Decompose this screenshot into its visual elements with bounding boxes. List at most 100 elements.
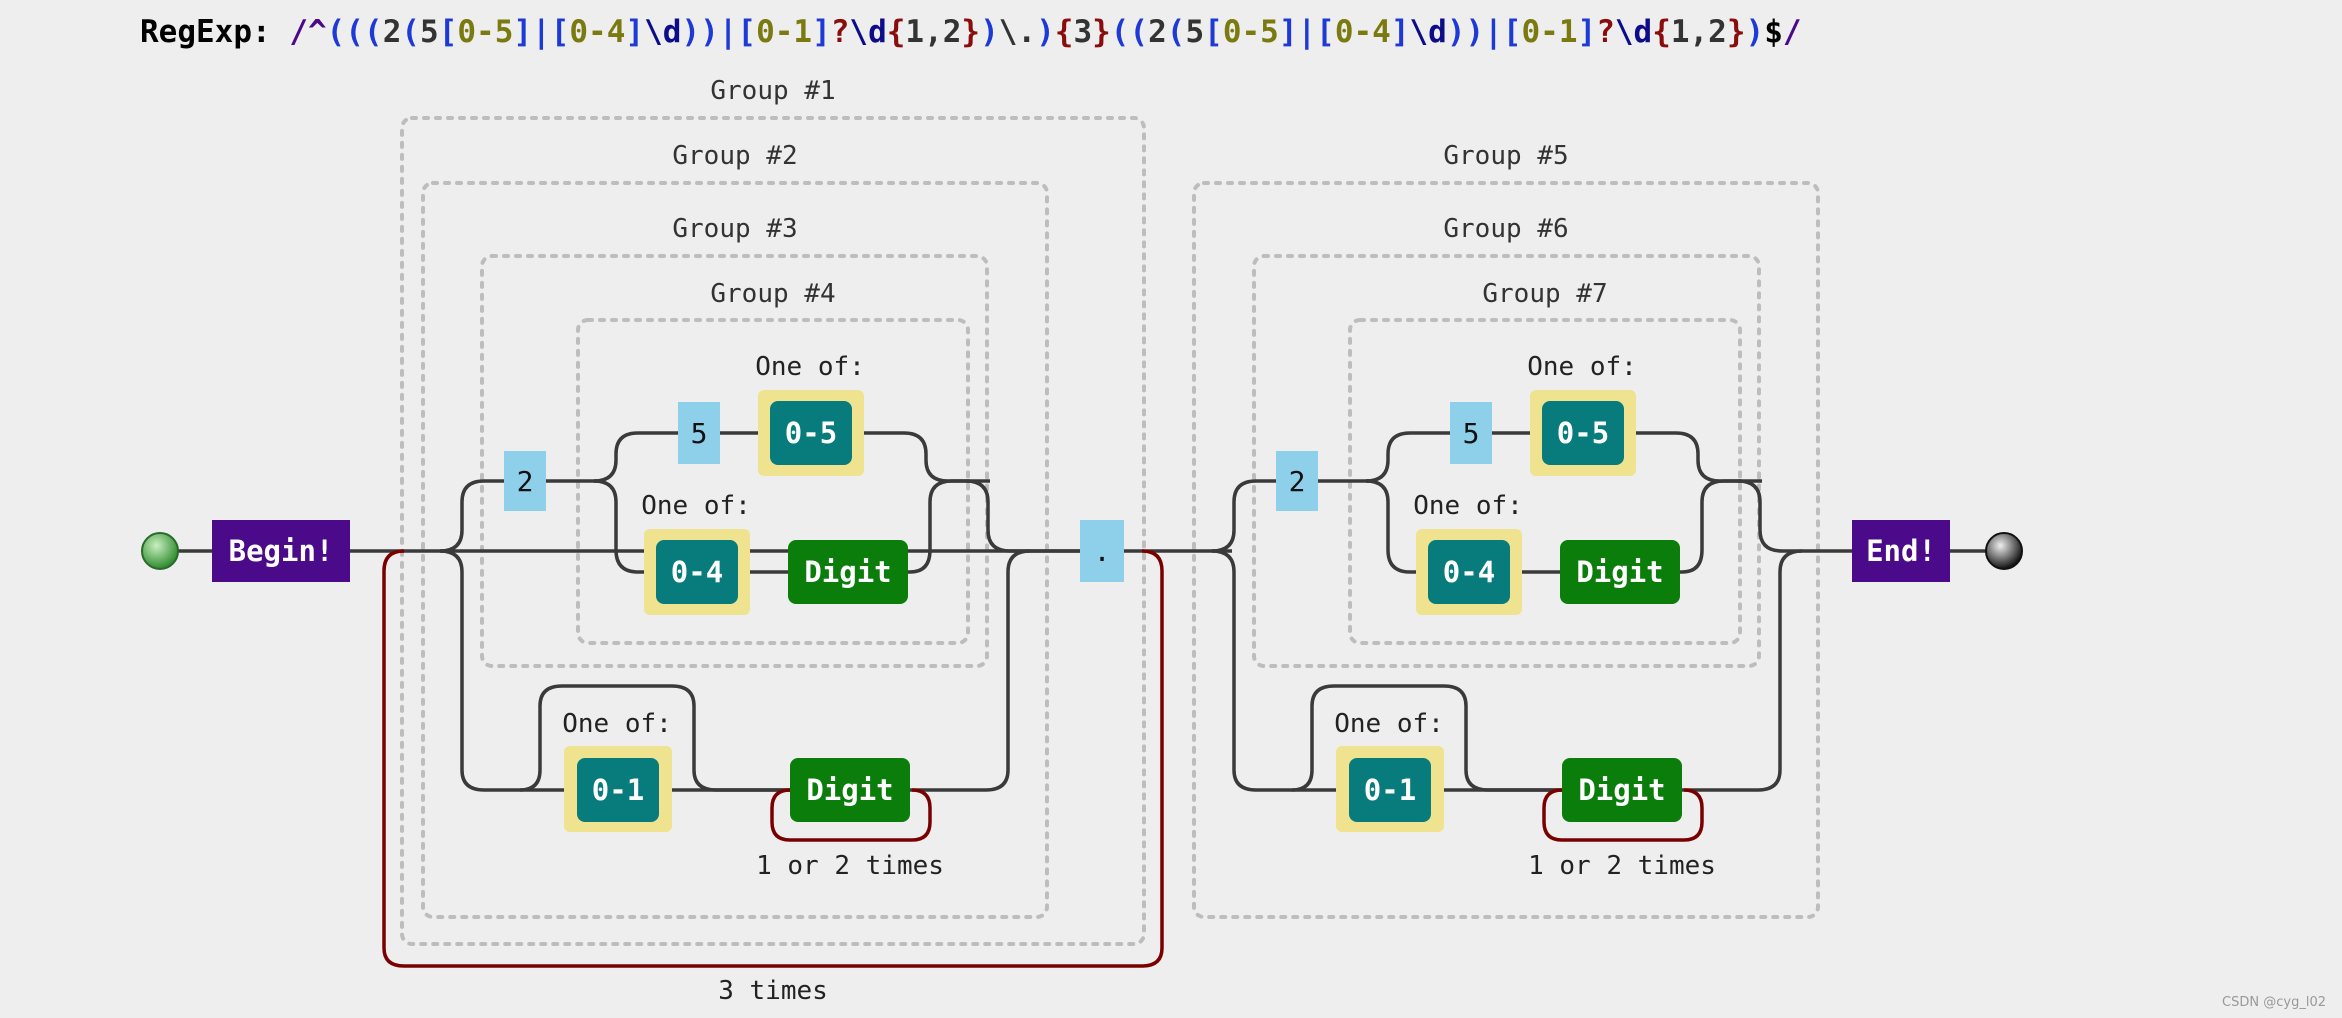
group-1-frame xyxy=(400,116,1146,946)
regex-token: | xyxy=(532,14,551,50)
regex-token: / xyxy=(289,14,308,50)
regex-label: RegExp: xyxy=(140,14,271,50)
regex-token: ( xyxy=(345,14,365,50)
digit-label-left-lower: Digit xyxy=(806,773,893,807)
regex-token: } xyxy=(961,14,981,50)
digit-label-left-upper: Digit xyxy=(804,555,891,589)
regex-token: 0-1 xyxy=(756,14,813,50)
regex-token: | xyxy=(718,14,738,50)
regex-token: ( xyxy=(401,14,421,50)
regex-token: 0-5 xyxy=(457,14,514,50)
charset-0-5-left-inner xyxy=(770,401,852,465)
regex-token: \d xyxy=(1614,14,1653,50)
regex-token: 1,2 xyxy=(905,14,962,50)
regex-token: ? xyxy=(1596,14,1615,50)
repeat-1-2-loop-left xyxy=(770,788,932,842)
range-0-4-left: 0-4 xyxy=(671,555,723,589)
regex-token: ) xyxy=(980,14,999,50)
end-node xyxy=(1852,520,1950,582)
regex-token: ) xyxy=(700,14,719,50)
literal-2-right xyxy=(1276,451,1318,511)
one-of-label-1: One of: xyxy=(755,352,865,382)
range-0-4-right: 0-4 xyxy=(1443,555,1495,589)
regex-token: } xyxy=(1726,14,1746,50)
charset-0-1-left-inner xyxy=(577,758,659,822)
literal-5-left xyxy=(678,402,720,464)
regex-expression: RegExp: /^(((2(5[0-5]|[0-4]\d))|[0-1]?\d… xyxy=(140,14,1802,50)
one-of-label-3: One of: xyxy=(562,709,672,739)
regex-token: [ xyxy=(550,14,570,50)
repeat-3-label: 3 times xyxy=(718,976,828,1006)
literal-2-left xyxy=(504,451,546,511)
watermark: CSDN @cyg_l02 xyxy=(2222,995,2326,1010)
regex-token: ) xyxy=(681,14,701,50)
literal-5-left-text: 5 xyxy=(691,417,708,450)
one-of-label-4: One of: xyxy=(1527,352,1637,382)
digit-label-right-lower: Digit xyxy=(1578,773,1665,807)
regex-token: ] xyxy=(1390,14,1410,50)
regex-token: ] xyxy=(1278,14,1298,50)
regex-token: ( xyxy=(1129,14,1149,50)
regex-token: ] xyxy=(625,14,645,50)
end-label: End! xyxy=(1866,534,1936,568)
digit-node-left-lower xyxy=(790,758,910,822)
regex-token: 0-5 xyxy=(1222,14,1279,50)
regex-token: 0-4 xyxy=(1334,14,1391,50)
regex-token: / xyxy=(1782,14,1802,50)
regex-token: 5 xyxy=(420,14,439,50)
regex-token: 0-1 xyxy=(1521,14,1578,50)
regex-token: ) xyxy=(1036,14,1055,50)
begin-label: Begin! xyxy=(229,534,334,568)
one-of-label-6: One of: xyxy=(1334,709,1444,739)
regex-token: [ xyxy=(438,14,458,50)
digit-node-right-lower xyxy=(1562,758,1682,822)
regex-token: ) xyxy=(1465,14,1485,50)
group-7-label: Group #7 xyxy=(1482,279,1607,309)
literal-2-left-text: 2 xyxy=(517,465,534,498)
literal-2-right-text: 2 xyxy=(1289,465,1306,498)
regex-token: { xyxy=(886,14,906,50)
repeat-3-loop xyxy=(382,549,1164,968)
regex-token: \d xyxy=(849,14,887,50)
repeat-1-2-label-right: 1 or 2 times xyxy=(1528,851,1716,881)
regex-token: ( xyxy=(326,14,346,50)
charset-0-4-left-inner xyxy=(656,540,738,604)
group-5-label: Group #5 xyxy=(1443,141,1568,171)
charset-0-1-right-inner xyxy=(1349,758,1431,822)
regex-token: [ xyxy=(737,14,757,50)
range-0-1-left: 0-1 xyxy=(592,773,644,807)
regex-token: } xyxy=(1092,14,1111,50)
digit-node-left-upper xyxy=(788,540,908,604)
range-0-5-right: 0-5 xyxy=(1557,416,1609,450)
group-4-label: Group #4 xyxy=(710,279,835,309)
group-6-frame xyxy=(1252,254,1761,668)
range-0-1-right: 0-1 xyxy=(1364,773,1416,807)
group-1-label: Group #1 xyxy=(710,76,835,106)
regex-token: ] xyxy=(812,14,831,50)
regex-token: { xyxy=(1054,14,1074,50)
regex-token: 2 xyxy=(1148,14,1167,50)
regex-token: ( xyxy=(1110,14,1130,50)
regex-token: [ xyxy=(1316,14,1335,50)
end-dot xyxy=(1985,532,2023,570)
regex-token: 1,2 xyxy=(1670,14,1727,50)
regex-token: | xyxy=(1484,14,1503,50)
regex-token: $ xyxy=(1764,14,1783,50)
regex-token: | xyxy=(1297,14,1317,50)
literal-dot xyxy=(1080,520,1124,582)
regex-token: ) xyxy=(1745,14,1765,50)
literal-5-right xyxy=(1450,402,1492,464)
regex-token: ) xyxy=(1446,14,1466,50)
regex-token: ? xyxy=(830,14,850,50)
regex-token: [ xyxy=(1502,14,1522,50)
regex-token: 5 xyxy=(1185,14,1205,50)
group-6-label: Group #6 xyxy=(1443,214,1568,244)
one-of-label-2: One of: xyxy=(641,491,751,521)
digit-node-right-upper xyxy=(1560,540,1680,604)
regex-token: ] xyxy=(1577,14,1597,50)
one-of-label-5: One of: xyxy=(1413,491,1523,521)
regex-token: ^ xyxy=(308,14,327,50)
regex-token: \d xyxy=(644,14,682,50)
